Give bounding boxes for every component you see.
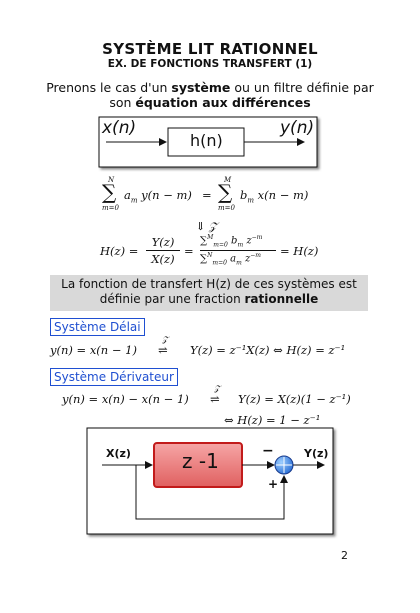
label-xn: x(n): [102, 118, 137, 138]
intro-bold-systeme: système: [171, 80, 231, 95]
derivator-diagram: X(z) z -1 Y(z) − +: [86, 427, 340, 539]
section-derivator: Système Dérivateur: [50, 368, 178, 386]
plus-sign: +: [268, 477, 279, 491]
sum-lower-left: m=0: [102, 204, 119, 212]
derivator-z-label: 𝒵: [214, 384, 221, 393]
derivator-equation: y(n) = x(n) − x(n − 1) 𝒵 ⇌ Y(z) = X(z)(1…: [62, 384, 382, 410]
label-hn: h(n): [190, 131, 223, 150]
intro-part2: ou un filtre définie par son: [109, 80, 374, 110]
system-diagram-svg: [98, 116, 318, 168]
frac1-den: X(z): [151, 252, 175, 266]
page-subtitle: EX. DE FONCTIONS TRANSFERT (1): [107, 58, 313, 70]
diagram2-block-label: z -1: [182, 449, 219, 473]
sum-symbol-left: ∑: [102, 180, 117, 204]
derivator-rhs: Y(z) = X(z)(1 − z⁻¹): [238, 392, 351, 406]
minus-sign: −: [262, 443, 274, 459]
intro-part1: Prenons le cas d'un: [46, 80, 172, 95]
hz-right: = H(z): [280, 244, 319, 258]
sum-symbol-right: ∑: [218, 180, 233, 204]
eq-left-term: am y(n − m): [124, 188, 192, 205]
sum-upper-m: M: [224, 176, 232, 184]
hz-left: H(z) =: [100, 244, 139, 258]
eq-equals-2: =: [184, 244, 194, 258]
sum-lower-right: m=0: [218, 204, 235, 212]
page-number: 2: [341, 549, 348, 562]
page-title: SYSTÈME LIT RATIONNEL: [102, 40, 318, 58]
difference-equation: N ∑ m=0 am y(n − m) = M ∑ m=0 bm x(n − m…: [100, 176, 330, 218]
frac2-den: ∑Nm=0 am z−m: [200, 252, 261, 267]
delay-lhs: y(n) = x(n − 1): [50, 343, 137, 357]
z-transform-arrow: ⇓ 𝒵: [196, 220, 218, 233]
delay-arrow: ⇌: [158, 343, 168, 357]
label-yn: y(n): [280, 118, 315, 138]
intro-text: Prenons le cas d'un système ou un filtre…: [40, 80, 380, 110]
transfer-function: H(z) = Y(z) X(z) = ∑Mm=0 bm z−m ∑Nm=0 am…: [100, 234, 340, 270]
rational-note-bold: rationnelle: [244, 292, 319, 306]
eq-right-term: bm x(n − m): [240, 188, 309, 205]
rational-note: La fonction de transfert H(z) de ces sys…: [50, 275, 368, 311]
section-delay: Système Délai: [50, 318, 145, 336]
hn-block: [167, 127, 245, 157]
delay-z-label: 𝒵: [162, 335, 169, 344]
sum-upper-n: N: [108, 176, 115, 184]
derivator-diagram-svg: [86, 427, 334, 535]
diagram2-input-label: X(z): [106, 447, 131, 460]
frac1-num: Y(z): [151, 235, 175, 249]
diagram2-output-label: Y(z): [304, 447, 329, 460]
intro-bold-equation: équation aux différences: [135, 95, 311, 110]
delay-equation: y(n) = x(n − 1) 𝒵 ⇌ Y(z) = z⁻¹X(z) ⇔ H(z…: [50, 335, 380, 361]
derivator-arrow: ⇌: [210, 392, 220, 406]
delay-rhs: Y(z) = z⁻¹X(z) ⇔ H(z) = z⁻¹: [190, 343, 346, 357]
derivator-result: ⇔ H(z) = 1 − z⁻¹: [224, 413, 321, 427]
rational-note-text: La fonction de transfert H(z) de ces sys…: [61, 277, 357, 306]
derivator-lhs: y(n) = x(n) − x(n − 1): [62, 392, 189, 406]
frac2-num: ∑Mm=0 bm z−m: [200, 234, 263, 249]
eq-equals: =: [202, 188, 212, 202]
system-diagram: x(n) h(n) y(n): [98, 116, 322, 172]
